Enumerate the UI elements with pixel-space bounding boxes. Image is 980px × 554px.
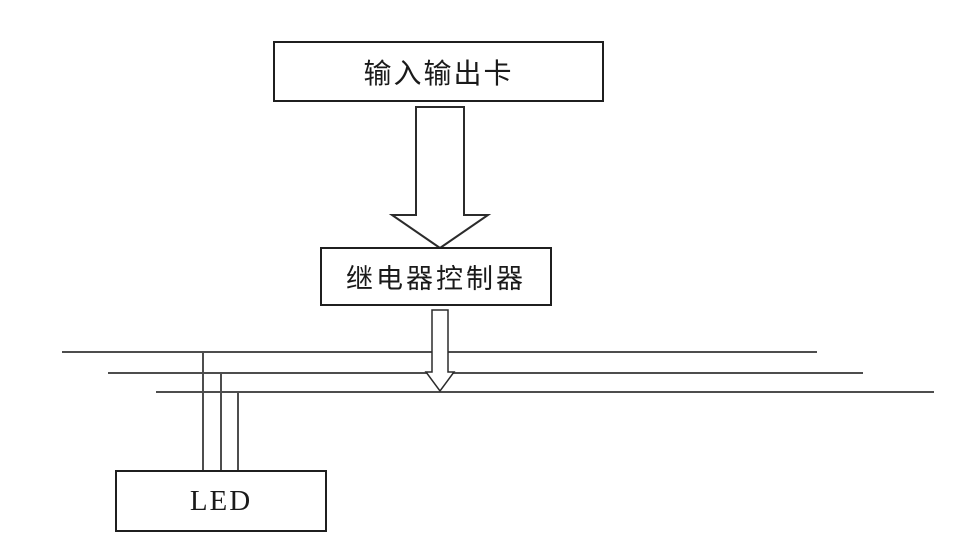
node-relay-controller: 继电器控制器 [320,247,552,306]
block-arrow-io-to-relay-icon [388,106,492,250]
node-led-label: LED [189,484,253,517]
node-io-card: 输入输出卡 [273,41,604,102]
node-io-card-label: 输入输出卡 [363,58,514,90]
node-led: LED [115,470,327,532]
block-arrow-relay-to-bus-icon [424,309,456,393]
node-relay-controller-label: 继电器控制器 [346,264,526,294]
